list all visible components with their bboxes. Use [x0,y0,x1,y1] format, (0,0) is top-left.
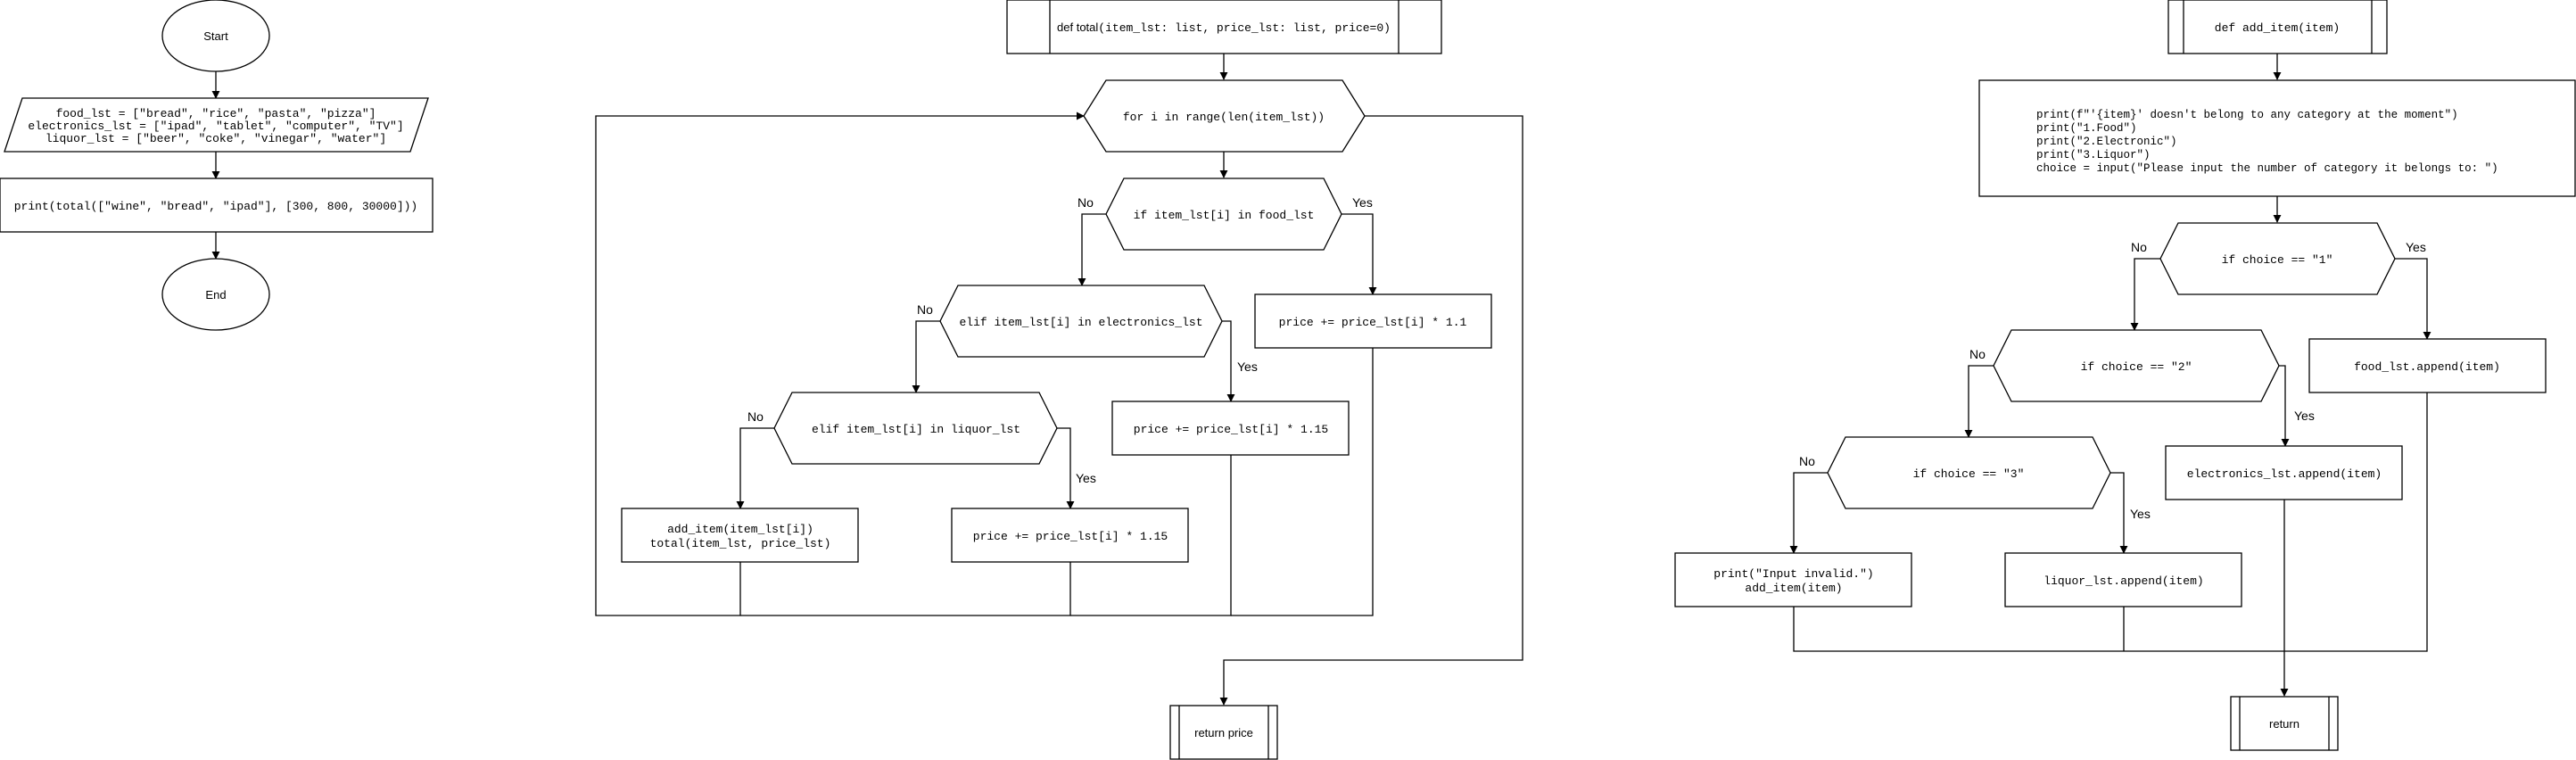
cond-electronics-label: elif item_lst[i] in electronics_lst [959,316,1202,329]
end-node[interactable] [161,258,270,331]
prompt-line-1: print(f"'{item}' doesn't belong to any c… [2036,109,2458,121]
add-item-def-label: def add_item(item) [2215,21,2340,35]
food-no-label: No [1077,195,1094,210]
append-electronics-label: electronics_lst.append(item) [2187,467,2382,481]
edge-food-no [1077,213,1106,286]
prompt-line-2: print("1.Food") [2036,122,2137,135]
cond-liquor-node[interactable] [773,392,1058,465]
append-electronics-node[interactable] [2165,445,2403,500]
prompt-line-4: print("3.Liquor") [2036,149,2151,161]
return-price-label: return price [1194,726,1253,739]
edge-c1-yes [2395,258,2432,340]
start-label: Start [203,29,228,43]
append-liquor-label: liquor_lst.append(item) [2043,574,2203,588]
init-line-1: food_lst = ["bread", "rice", "pasta", "p… [56,107,376,120]
add-item-flow: def add_item(item) print(f"'{item}' does… [1674,0,2576,751]
end-label: End [205,288,226,302]
loop-node[interactable] [1083,79,1366,153]
price-food-node[interactable] [1254,293,1492,349]
edge-invalid-merge [1793,607,2284,652]
edge-elec-no [912,320,940,393]
total-def-label: def total(item_lst: list, price_lst: lis… [1057,21,1391,35]
return-price-node[interactable] [1169,705,1278,760]
print-total-label: print(total(["wine", "bread", "ipad"], [… [14,200,417,213]
prompt-node[interactable] [1978,79,2576,197]
price-electronics-label: price += price_lst[i] * 1.15 [1134,423,1328,436]
food-yes-label: Yes [1352,195,1373,210]
cond-choice3-label: if choice == "3" [1913,467,2025,481]
cond-electronics-node[interactable] [939,285,1223,358]
cond-choice2-node[interactable] [1993,329,2280,402]
c1-no-label: No [2131,240,2147,254]
prompt-line-3: print("2.Electronic") [2036,136,2177,148]
append-liquor-node[interactable] [2004,552,2242,607]
price-liquor-label: price += price_lst[i] * 1.15 [973,530,1168,543]
liquor-no-label: No [747,409,764,424]
init-line-3: liquor_lst = ["beer", "coke", "vinegar",… [45,132,386,145]
cond-choice1-label: if choice == "1" [2222,253,2333,267]
invalid-line-1: print("Input invalid.") [1713,567,1873,581]
add-item-def-node[interactable] [2167,0,2388,54]
price-liquor-node[interactable] [951,508,1189,563]
edge-c3-no [1789,472,1828,554]
loop-label: for i in range(len(item_lst)) [1123,111,1325,124]
price-electronics-node[interactable] [1111,401,1350,456]
edge-c1-no [2130,258,2160,331]
elec-yes-label: Yes [1237,359,1258,374]
edge-c2-yes [2279,365,2290,447]
c3-yes-label: Yes [2130,507,2151,521]
edge-loop-exit [1219,115,1523,706]
edge-food-yes [1342,213,1377,295]
print-total-node[interactable] [0,178,433,233]
cond-choice2-label: if choice == "2" [2081,360,2192,374]
liquor-yes-label: Yes [1076,471,1096,485]
edge-elec-yes [1222,320,1235,402]
else-add-item-node[interactable] [621,508,859,563]
return-label: return [2269,717,2299,731]
init-line-2: electronics_lst = ["ipad", "tablet", "co… [28,120,403,133]
invalid-node[interactable] [1674,552,1912,607]
c3-no-label: No [1799,454,1815,468]
cond-liquor-label: elif item_lst[i] in liquor_lst [812,423,1020,436]
price-food-label: price += price_lst[i] * 1.1 [1279,316,1467,329]
append-food-label: food_lst.append(item) [2354,360,2500,374]
else-line-1: add_item(item_lst[i]) [667,523,813,536]
total-def-node[interactable] [1006,0,1442,54]
cond-choice3-node[interactable] [1827,436,2111,509]
return-node[interactable] [2230,696,2339,751]
invalid-line-2: add_item(item) [1745,582,1842,595]
total-flow: def total(item_lst: list, price_lst: lis… [621,0,1492,760]
start-node[interactable] [161,0,270,72]
init-lists-node[interactable] [4,97,429,153]
edge-loopback [595,112,1085,616]
edge-c3-yes [2110,472,2128,554]
cond-food-node[interactable] [1105,178,1342,251]
else-line-2: total(item_lst, price_lst) [650,537,831,550]
edges [211,54,2432,706]
elec-no-label: No [917,302,933,317]
c2-yes-label: Yes [2294,409,2315,423]
edge-liquor-price-back [740,562,1071,616]
main-flow: Start food_lst = ["bread", "rice", "past… [0,0,433,331]
c2-no-label: No [1969,347,1986,361]
edge-liquor-no [736,427,774,509]
c1-yes-label: Yes [2406,240,2426,254]
cond-choice1-node[interactable] [2159,222,2396,295]
prompt-line-5: choice = input("Please input the number … [2036,162,2498,175]
cond-food-label: if item_lst[i] in food_lst [1134,209,1315,222]
edge-c2-no [1964,365,1994,438]
edge-food-price-back [1231,348,1374,616]
append-food-node[interactable] [2308,338,2547,393]
edge-food-merge [2284,392,2428,652]
edge-liquor-yes [1057,427,1075,509]
